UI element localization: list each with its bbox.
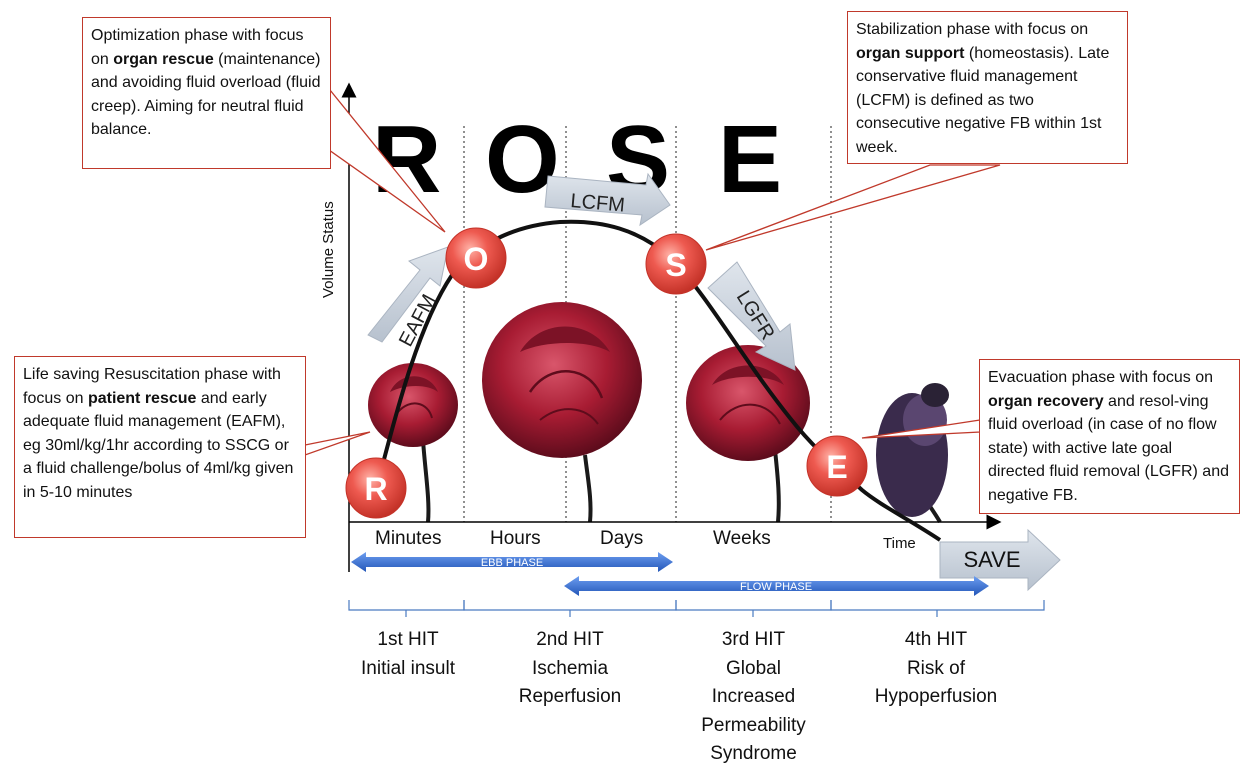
flow-phase-arrow [564,576,989,596]
callout-evacuation: Evacuation phase with focus on organ rec… [979,359,1240,514]
marker-s: S [645,233,707,295]
hit-3-line: Permeability [701,714,806,736]
bracket-4th-hit [830,600,1045,611]
callout-stabilization: Stabilization phase with focus on organ … [847,11,1128,164]
callout-pointers [304,89,1001,456]
marker-r-label: R [364,471,387,507]
callout-optimization-pre: Optimization phase with focus on [91,27,304,68]
callout-resuscitation-bold: patient rescue [87,389,197,407]
x-axis-label: Time [883,535,916,552]
marker-o-label: O [464,241,489,277]
hit-3: 3rd HIT Global Increased Permeability Sy… [676,626,831,769]
save-label: SAVE [963,547,1020,572]
title-letter-e: E [718,106,783,213]
bracket-3rd-hit [675,600,832,611]
callout-stabilization-bold: organ support [856,44,965,62]
eafm-arrow [367,246,449,343]
marker-o: O [445,227,507,289]
time-label-weeks: Weeks [713,528,771,549]
callout-evacuation-pre: Evacuation phase with focus on [988,369,1214,386]
hit-brackets [348,600,1045,617]
hit-4-line: Risk of [906,657,966,679]
callout-stabilization-pre: Stabilization phase with focus on [856,21,1089,38]
hit-3-line: Increased [711,686,796,707]
hit-2: 2nd HIT Ischemia Reperfusion [490,626,650,712]
marker-e: E [806,435,868,497]
callout-evacuation-bold: organ recovery [988,392,1104,410]
hit-4-title: 4th HIT [904,629,968,650]
time-label-hours: Hours [490,528,541,549]
hit-2-line: Reperfusion [518,686,622,707]
callout-resuscitation: Life saving Resuscitation phase with foc… [14,356,306,538]
ebb-phase-arrow [351,552,673,572]
rose-flower-icon [686,345,810,523]
pointer-resuscitation [304,431,371,456]
hit-2-line: Ischemia [531,657,609,679]
lgfr-arrow [707,261,796,371]
pointer-optimization [321,89,446,233]
callout-optimization-bold: organ rescue [113,50,214,68]
hit-1: 1st HIT Initial insult [337,626,479,683]
hit-4: 4th HIT Risk of Hypoperfusion [852,626,1020,712]
callout-resuscitation-pre: Life saving Resuscitation phase with foc… [23,366,281,407]
hit-3-line: Global [726,657,781,679]
callout-resuscitation-post: and early adequate fluid management (EAF… [23,389,294,501]
y-axis-label: Volume Status [320,201,337,298]
bracket-1st-hit [348,600,465,611]
hit-1-line: Initial insult [361,657,455,679]
ebb-phase-label: EBB PHASE [481,557,543,569]
pointer-stabilization [705,164,1001,251]
hit-2-title: 2nd HIT [536,629,604,650]
hit-3-line: Syndrome [710,743,797,764]
callout-optimization: Optimization phase with focus on organ r… [82,17,331,169]
flow-phase-label: FLOW PHASE [740,581,812,593]
callout-stabilization-post: (homeostasis). Late conservative fluid m… [856,44,1110,156]
wilted-rose-icon [876,383,949,524]
marker-r: R [345,457,407,519]
hit-4-line: Hypoperfusion [874,686,998,707]
hit-3-title: 3rd HIT [721,629,786,650]
marker-s-label: S [665,247,686,283]
rose-flower-icon [482,302,642,523]
time-label-minutes: Minutes [375,528,442,549]
marker-e-label: E [826,449,847,485]
hit-1-title: 1st HIT [377,629,439,650]
lcfm-arrow [544,172,671,227]
lcfm-label: LCFM [570,190,626,217]
callout-evacuation-post: and resol-ving fluid overload (in case o… [988,392,1229,504]
time-label-days: Days [600,528,644,549]
rose-flower-icon [368,363,458,523]
bracket-2nd-hit [463,600,677,611]
save-arrow [939,528,1061,592]
callout-optimization-post: (maintenance) and avoiding fluid overloa… [91,50,321,139]
